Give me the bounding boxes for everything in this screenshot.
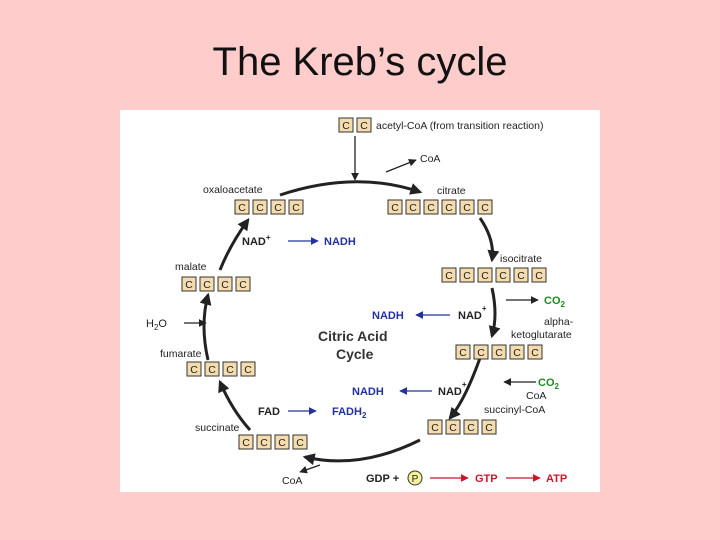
svg-text:C: C [481, 270, 489, 282]
nad-top: NAD+ [242, 233, 271, 248]
isocitrate-carbons: C C C C C C [441, 267, 547, 283]
slide-title: The Kreb’s cycle [212, 40, 508, 84]
svg-text:C: C [256, 202, 264, 214]
svg-text:C: C [531, 347, 539, 359]
svg-text:C: C [409, 202, 417, 214]
nadh-top: NADH [324, 236, 356, 248]
svg-text:C: C [459, 347, 467, 359]
nadh-mid: NADH [372, 310, 404, 322]
coa-bottom: CoA [282, 475, 302, 487]
svg-text:C: C [238, 202, 246, 214]
svg-text:C: C [445, 270, 453, 282]
co2-mid: CO2 [544, 295, 566, 309]
svg-text:C: C [274, 202, 282, 214]
svg-text:C: C [342, 120, 350, 132]
svg-text:C: C [513, 347, 521, 359]
svg-text:C: C [185, 279, 193, 291]
svg-text:C: C [260, 437, 268, 449]
svg-text:C: C [485, 422, 493, 434]
svg-text:C: C [495, 347, 503, 359]
cycle-arrow-to-fumarate [218, 379, 252, 432]
coa-bottom-arrow [299, 464, 321, 474]
co2-low: CO2 [538, 377, 560, 391]
cycle-arrow-to-oxaloacetate [218, 218, 250, 271]
svg-text:C: C [463, 202, 471, 214]
diagram-canvas: C C acetyl-CoA (from transition reaction… [146, 117, 574, 487]
gtp: GTP [475, 473, 498, 485]
svg-text:C: C [499, 270, 507, 282]
acetyl-coa-carbons: C C [338, 117, 372, 133]
h2o-label: H2O [146, 318, 167, 332]
center-title-1: Citric Acid [318, 328, 388, 344]
nadh-low: NADH [352, 386, 384, 398]
alpha-label-2: ketoglutarate [511, 329, 572, 341]
cycle-arrow-to-malate [199, 292, 212, 361]
fad: FAD [258, 406, 280, 418]
svg-text:C: C [244, 364, 252, 376]
fumarate-carbons: C C C C [186, 361, 256, 377]
svg-text:C: C [190, 364, 198, 376]
phosphate-circle [407, 470, 423, 486]
coa-release-arrow [385, 158, 417, 173]
gdp-label: GDP + [366, 473, 399, 485]
cycle-arrow-to-succinyl [448, 357, 482, 420]
cycle-arrow-to-isocitrate [478, 217, 500, 263]
acetyl-coa-label: acetyl-CoA (from transition reaction) [376, 120, 543, 132]
nad-low: NAD+ [438, 380, 467, 398]
fadh2: FADH2 [332, 406, 367, 420]
svg-text:C: C [239, 279, 247, 291]
svg-text:C: C [517, 270, 525, 282]
svg-text:C: C [449, 422, 457, 434]
oxaloacetate-carbons: C C C C [234, 199, 304, 215]
oxaloacetate-label: oxaloacetate [203, 184, 263, 196]
svg-text:C: C [391, 202, 399, 214]
svg-text:C: C [208, 364, 216, 376]
cycle-arrow-to-citrate [279, 180, 423, 197]
svg-text:C: C [292, 202, 300, 214]
succinate-carbons: C C C C [238, 434, 308, 450]
svg-text:C: C [427, 202, 435, 214]
svg-text:C: C [360, 120, 368, 132]
malate-carbons: C C C C [181, 276, 251, 292]
krebs-cycle-diagram: C C acetyl-CoA (from transition reaction… [120, 110, 600, 492]
citrate-label: citrate [437, 185, 466, 197]
coa-low: CoA [526, 390, 546, 402]
svg-text:C: C [445, 202, 453, 214]
alpha-label-1: alpha- [544, 316, 574, 328]
atp: ATP [546, 473, 567, 485]
svg-text:C: C [463, 270, 471, 282]
malate-label: malate [175, 261, 207, 273]
svg-text:C: C [296, 437, 304, 449]
citrate-carbons: C C C C C C [387, 199, 493, 215]
svg-text:C: C [467, 422, 475, 434]
succinyl-coa-carbons: C C C C [427, 419, 497, 435]
svg-text:C: C [477, 347, 485, 359]
svg-text:C: C [535, 270, 543, 282]
alpha-ketoglutarate-carbons: C C C C C [455, 344, 543, 360]
svg-text:C: C [431, 422, 439, 434]
succinate-label: succinate [195, 422, 240, 434]
cycle-arrow-to-succinate [302, 438, 421, 466]
phosphate-label: P [412, 474, 419, 485]
svg-text:C: C [221, 279, 229, 291]
svg-text:C: C [481, 202, 489, 214]
svg-text:C: C [242, 437, 250, 449]
nad-mid: NAD+ [458, 304, 487, 322]
svg-text:C: C [226, 364, 234, 376]
coa-release-label: CoA [420, 153, 440, 165]
center-title-2: Cycle [336, 346, 374, 362]
svg-text:C: C [203, 279, 211, 291]
isocitrate-label: isocitrate [500, 253, 542, 265]
cycle-arrow-to-alpha [488, 287, 501, 339]
succinyl-coa-label: succinyl-CoA [484, 404, 545, 416]
fumarate-label: fumarate [160, 348, 202, 360]
svg-text:C: C [278, 437, 286, 449]
